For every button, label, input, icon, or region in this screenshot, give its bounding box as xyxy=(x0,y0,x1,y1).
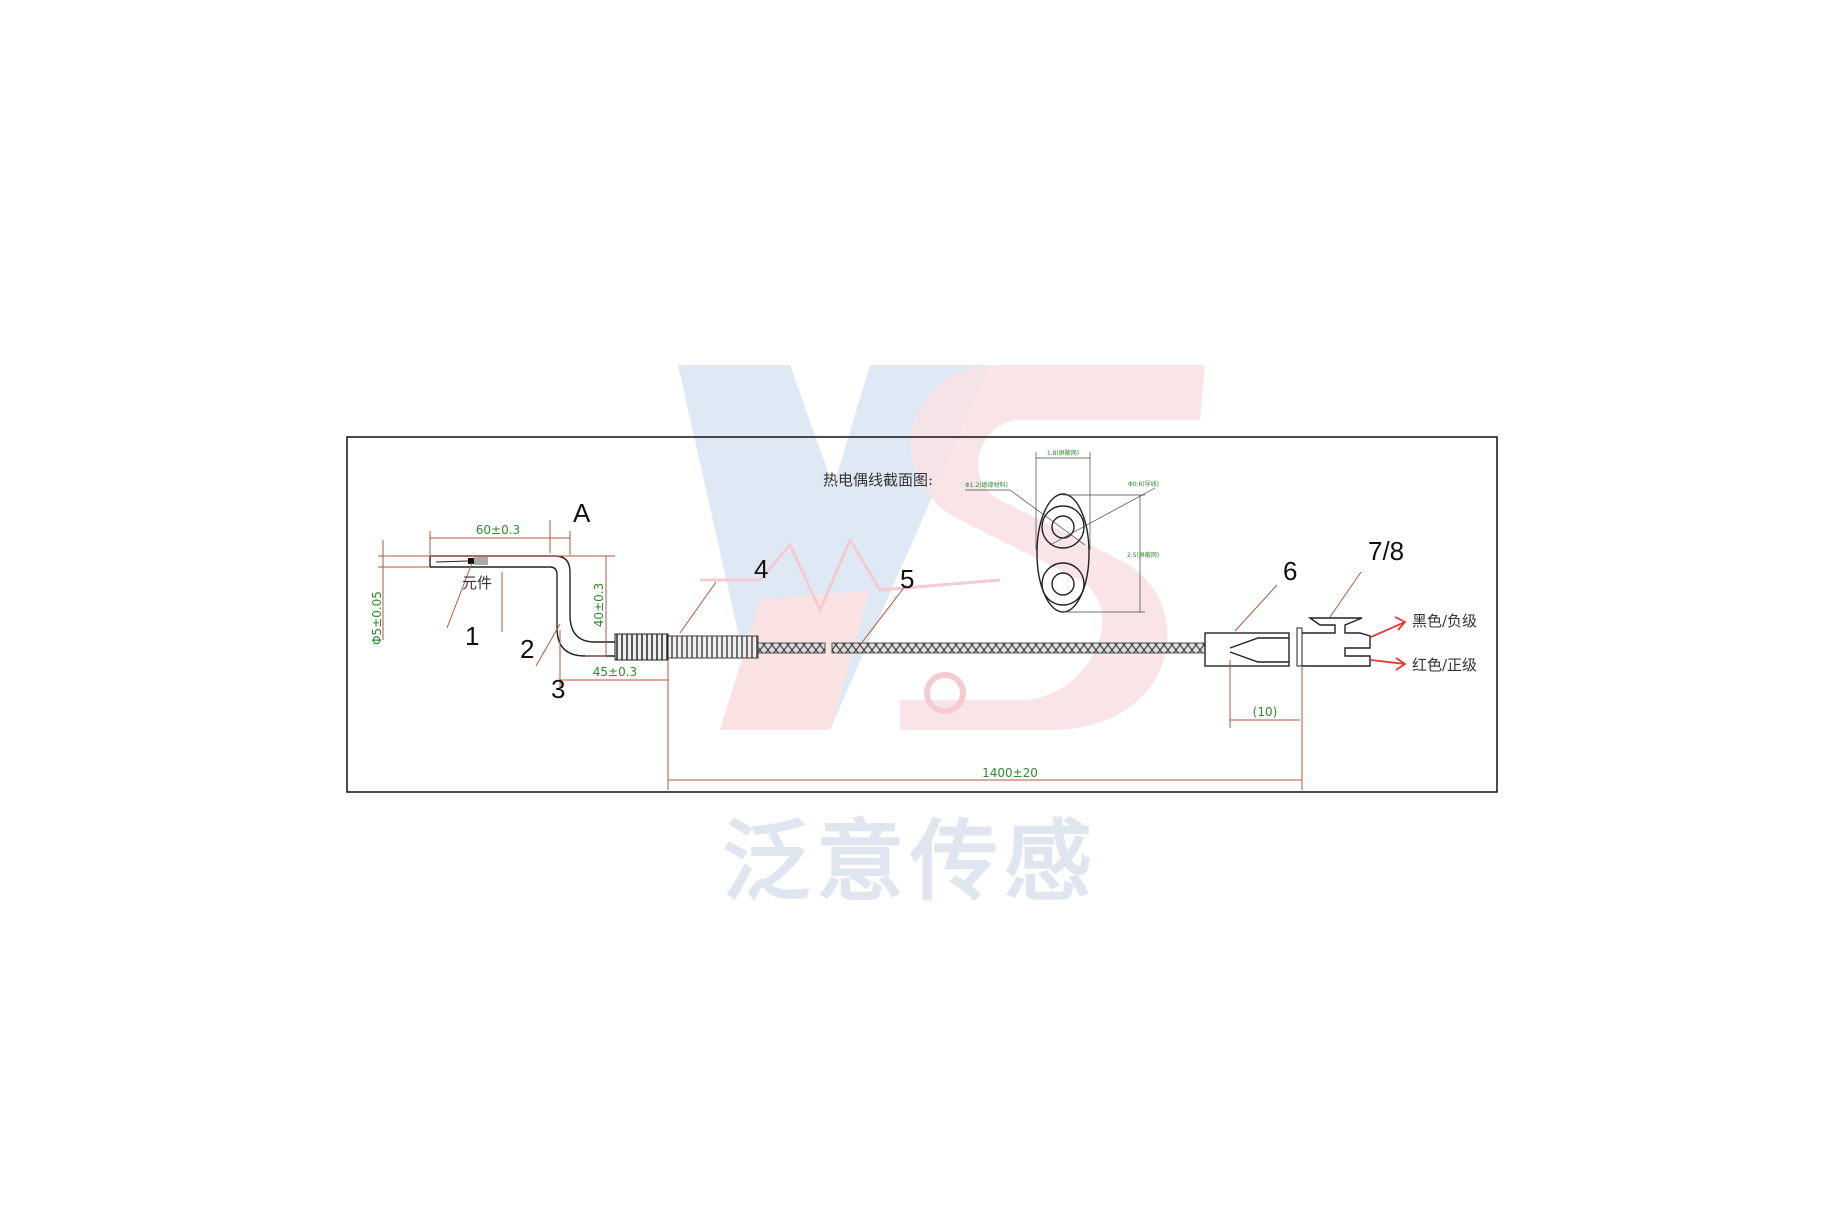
watermark-logo: 泛意传感 xyxy=(678,365,1205,913)
section-dim-width: 1.8(屏蔽网) xyxy=(1047,449,1079,457)
dim-45: 45±0.3 xyxy=(593,665,637,679)
section-dim-conductor: Φ0.6(导线) xyxy=(1128,480,1159,488)
callout-3: 3 xyxy=(551,674,565,704)
callout-6: 6 xyxy=(1283,556,1297,586)
dim-60: 60±0.3 xyxy=(476,523,520,537)
cable-cross-section: 热电偶线截面图: 1.8(屏蔽网) Φ1.2(绝缘材料) Φ0.6(导线) 2.… xyxy=(823,449,1159,613)
callout-1: 1 xyxy=(465,621,479,651)
transition-fitting xyxy=(614,633,669,661)
watermark-brand: 泛意传感 xyxy=(722,810,1098,913)
braided-cable xyxy=(831,642,1206,654)
plug-connector xyxy=(1302,617,1371,667)
callout-4: 4 xyxy=(754,554,768,584)
section-dim-insulation: Φ1.2(绝缘材料) xyxy=(965,481,1008,489)
red-wire-label: 红色/正级 xyxy=(1412,656,1477,674)
element-label: 元件 xyxy=(462,574,492,592)
sleeve xyxy=(1204,627,1303,667)
callout-2: 2 xyxy=(520,634,534,664)
probe-tube xyxy=(429,555,616,657)
cross-section-title: 热电偶线截面图: xyxy=(823,471,933,489)
wire-arrows xyxy=(1370,616,1407,671)
spring-guard xyxy=(667,635,759,659)
dim-40: 40±0.3 xyxy=(592,583,606,627)
dim-diameter: Φ5±0.05 xyxy=(370,591,384,645)
dimension-lines xyxy=(378,520,1362,790)
dim-10: (10) xyxy=(1253,705,1278,719)
black-wire-label: 黑色/负级 xyxy=(1412,612,1477,630)
sensing-element xyxy=(468,558,474,564)
dim-1400: 1400±20 xyxy=(982,766,1038,780)
callout-5: 5 xyxy=(900,564,914,594)
braided-cable xyxy=(757,642,826,654)
drawing-frame xyxy=(346,436,1498,793)
callout-7-8: 7/8 xyxy=(1368,536,1404,566)
callout-A: A xyxy=(573,498,591,528)
section-dim-height: 2.5(屏蔽网) xyxy=(1127,551,1159,559)
